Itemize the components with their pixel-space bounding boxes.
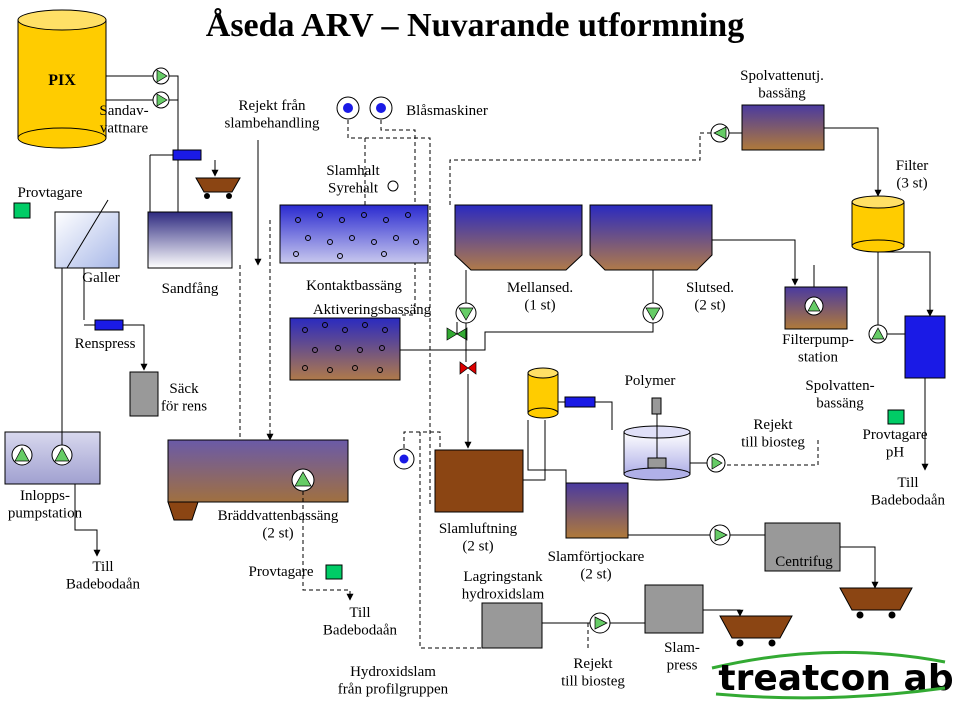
centrifug-box [764, 522, 841, 572]
blower-3 [393, 448, 415, 470]
mellansed-basin [454, 204, 583, 271]
spolvattenutj-basin [741, 104, 825, 151]
treatcon-logo: treatcon ab [711, 650, 954, 700]
pix-tank: PIX [17, 9, 107, 149]
filter-label: Filter(3 st) [896, 158, 929, 191]
pump-slutsed [642, 302, 664, 324]
galler-label: Galler [82, 270, 119, 286]
blasmaskiner-label: Blåsmaskiner [406, 103, 488, 119]
renspress-label: Renspress [75, 336, 136, 352]
rens-bag [129, 371, 159, 417]
sensor-icon [387, 180, 399, 192]
polymer-tank [527, 367, 559, 419]
pump-inlet-1 [11, 444, 33, 466]
slutsed-label: Slutsed.(2 st) [686, 280, 734, 313]
pix-line [169, 75, 179, 195]
slamfortjockare-label: Slamförtjockare(2 st) [548, 549, 645, 582]
air-line [347, 120, 431, 505]
valve-1 [446, 322, 468, 341]
slampress-label: Slam-press [664, 640, 700, 673]
pump-mellansed [455, 302, 477, 324]
overflow-line-left [74, 484, 101, 557]
sampler-icon [13, 202, 31, 219]
braddvatten-hopper [167, 501, 199, 521]
braddvattenbassang-basin [167, 439, 349, 503]
pump-inlet-2 [51, 444, 73, 466]
aeration-bubbles [293, 212, 419, 259]
page-title: Åseda ARV – Nuvarande utformning [206, 7, 744, 44]
sand-dewaterer [172, 149, 202, 161]
pump-spolvatten [868, 324, 888, 344]
pix-dosing-pump-2 [152, 91, 170, 109]
spolvattenbassang-label: Spolvatten-bassäng [805, 378, 874, 411]
braddvattenbassang-label: Bräddvattenbassäng(2 st) [218, 508, 339, 541]
spolvattenbassang-tank [904, 315, 946, 379]
pump-filterpumpstation [804, 296, 824, 316]
sandavvattnare-label: Sandav-vattnare [99, 103, 148, 136]
slutsed-basin [589, 204, 713, 271]
aeration-bubbles-2 [302, 322, 388, 373]
spolvattenutj-label: Spolvattenutj.bassäng [740, 68, 824, 101]
sampler-mid-icon [325, 564, 343, 580]
provtagare-left-label: Provtagare [18, 185, 83, 201]
sandfang-label: Sandfång [162, 281, 219, 297]
pix-dosing-pump-1 [152, 67, 170, 85]
sand-skip [195, 177, 241, 199]
mellansed-label: Mellansed.(1 st) [507, 280, 573, 313]
slamluftning-tank [434, 449, 524, 513]
galler-screen [54, 199, 120, 269]
provtagare-mid-label: Provtagare [249, 564, 314, 580]
pix-label: PIX [48, 72, 76, 89]
sampler-ph-icon [887, 409, 905, 425]
renspress [94, 319, 124, 331]
pump-slam-press [589, 612, 611, 634]
blower-1 [336, 96, 360, 120]
sludge-skip-2 [839, 587, 913, 619]
pump-polymer [706, 453, 726, 473]
lagringstank-box [481, 602, 543, 649]
filter-unit [851, 195, 905, 253]
slamfortjockare-tank [565, 482, 629, 539]
slampress-box [644, 584, 704, 634]
aktiveringsbassang-label: Aktiveringsbassäng [313, 302, 432, 318]
pump-braddvatten [291, 468, 315, 492]
sandfang-basin [147, 211, 233, 269]
slamluftning-label: Slamluftning(2 st) [439, 521, 518, 554]
centrifug-label: Centrifug [775, 554, 833, 570]
pump-centrifug [709, 524, 731, 546]
sludge-skip-1 [719, 615, 793, 647]
pump-spolvattenutj [710, 123, 730, 143]
aktiveringsbassang-basin [289, 317, 401, 381]
blower-2 [369, 96, 393, 120]
polymer-doser [564, 396, 596, 408]
return-sludge-line [400, 323, 654, 351]
polymer-label: Polymer [625, 373, 676, 389]
kontaktbassang-basin [279, 204, 429, 264]
polymer-mixer-tank [623, 397, 691, 481]
valve-2 [459, 361, 477, 375]
kontaktbassang-label: Kontaktbassäng [306, 278, 402, 294]
inloppspumpstation-label: Inlopps-pumpstation [8, 488, 83, 521]
filterpumpstation-label: Filterpump-station [782, 332, 854, 365]
